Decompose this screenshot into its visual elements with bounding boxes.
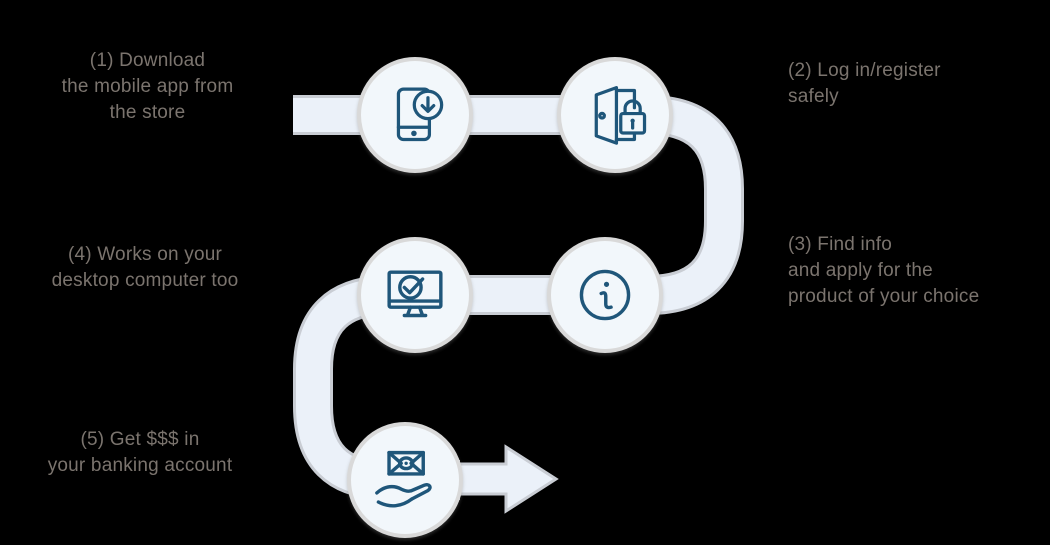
step-label-5: (5) Get $$$ in your banking account [25,427,255,479]
phone-download-icon [396,87,444,142]
step-node-1 [357,57,473,173]
step-label-line: your banking account [47,455,233,476]
step-label-line: (2) Log in/register [788,60,941,81]
info-icon [579,269,631,321]
flow-path-band [293,98,741,497]
step-label-4: (4) Works on your desktop computer too [25,242,265,294]
right-arrow-icon [450,444,559,514]
step-label-line: product of your choice [788,286,980,307]
step-node-3 [547,237,663,353]
step-node-5 [347,422,463,538]
step-node-4 [357,237,473,353]
step-label-line: and apply for the [788,260,933,281]
step-label-1: (1) Download the mobile app from the sto… [40,48,255,126]
step-label-line: (5) Get $$$ in [80,429,200,450]
door-lock-icon [594,86,647,145]
step-label-line: the store [109,102,186,123]
step-label-line: safely [788,86,839,107]
step-label-2: (2) Log in/register safely [788,58,1028,110]
step-label-line: the mobile app from [61,76,234,97]
step-label-line: desktop computer too [51,270,239,291]
step-label-3: (3) Find info and apply for the product … [788,232,1038,310]
money-hand-icon [375,450,432,508]
step-label-line: (4) Works on your [67,244,223,265]
monitor-check-icon [387,270,443,318]
step-label-line: (1) Download [89,50,206,71]
step-label-line: (3) Find info [788,234,892,255]
step-node-2 [557,57,673,173]
